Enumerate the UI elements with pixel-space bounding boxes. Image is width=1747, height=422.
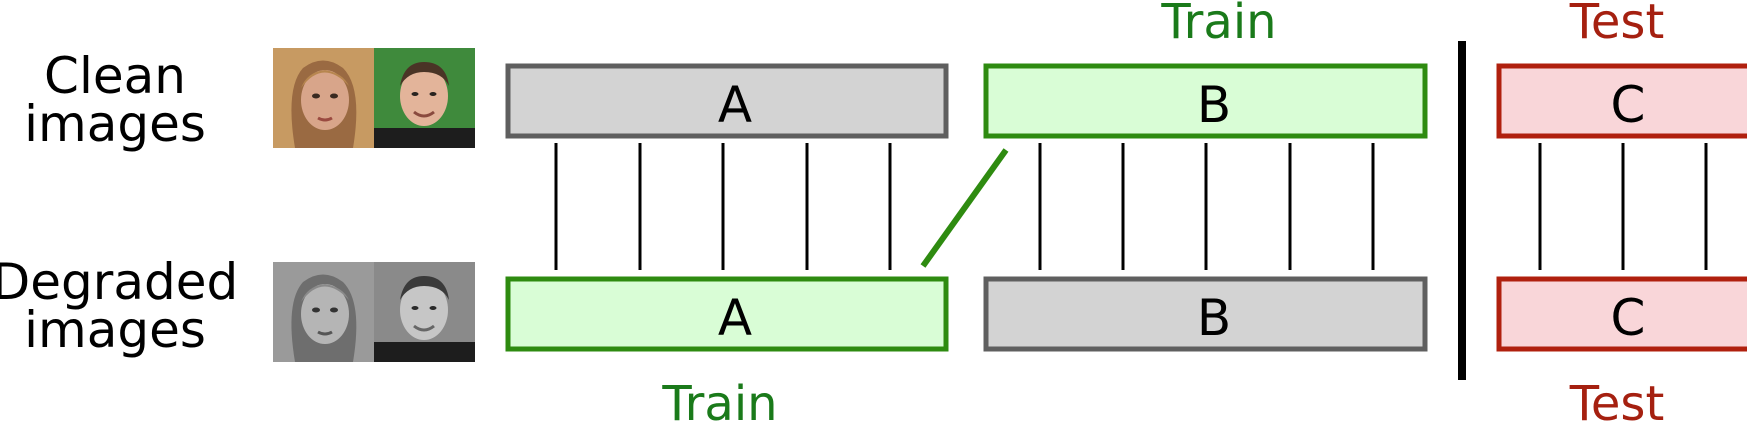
degraded-train-label: Train xyxy=(661,376,777,422)
clean-c-letter: C xyxy=(1611,76,1646,134)
degraded-man-photo xyxy=(374,262,475,362)
degraded-c-letter: C xyxy=(1611,289,1646,347)
clean-label-line-2: images xyxy=(24,95,206,153)
clean-test-label: Test xyxy=(1569,0,1665,50)
clean-box-c xyxy=(1496,63,1747,139)
degraded-label-line-2: images xyxy=(24,301,206,359)
train-link-line xyxy=(920,148,1009,268)
degraded-box-a xyxy=(505,276,949,352)
clean-box-a xyxy=(505,63,949,139)
degraded-images-label: Degraded images xyxy=(0,253,240,359)
degraded-label-line-1: Degraded xyxy=(0,253,239,311)
clean-images-label: Clean images xyxy=(0,47,240,153)
clean-box-b xyxy=(983,63,1428,139)
degraded-box-c xyxy=(1496,276,1747,352)
degraded-b-letter: B xyxy=(1197,289,1231,347)
clean-woman-photo xyxy=(273,48,374,148)
degraded-test-label: Test xyxy=(1569,376,1665,422)
degraded-box-b xyxy=(983,276,1428,352)
clean-a-letter: A xyxy=(718,76,752,134)
degraded-woman-photo xyxy=(273,262,374,362)
clean-man-photo xyxy=(374,48,475,148)
clean-b-letter: B xyxy=(1197,76,1231,134)
clean-label-line-1: Clean xyxy=(44,47,186,105)
degraded-a-letter: A xyxy=(718,289,752,347)
clean-train-label: Train xyxy=(1160,0,1276,50)
